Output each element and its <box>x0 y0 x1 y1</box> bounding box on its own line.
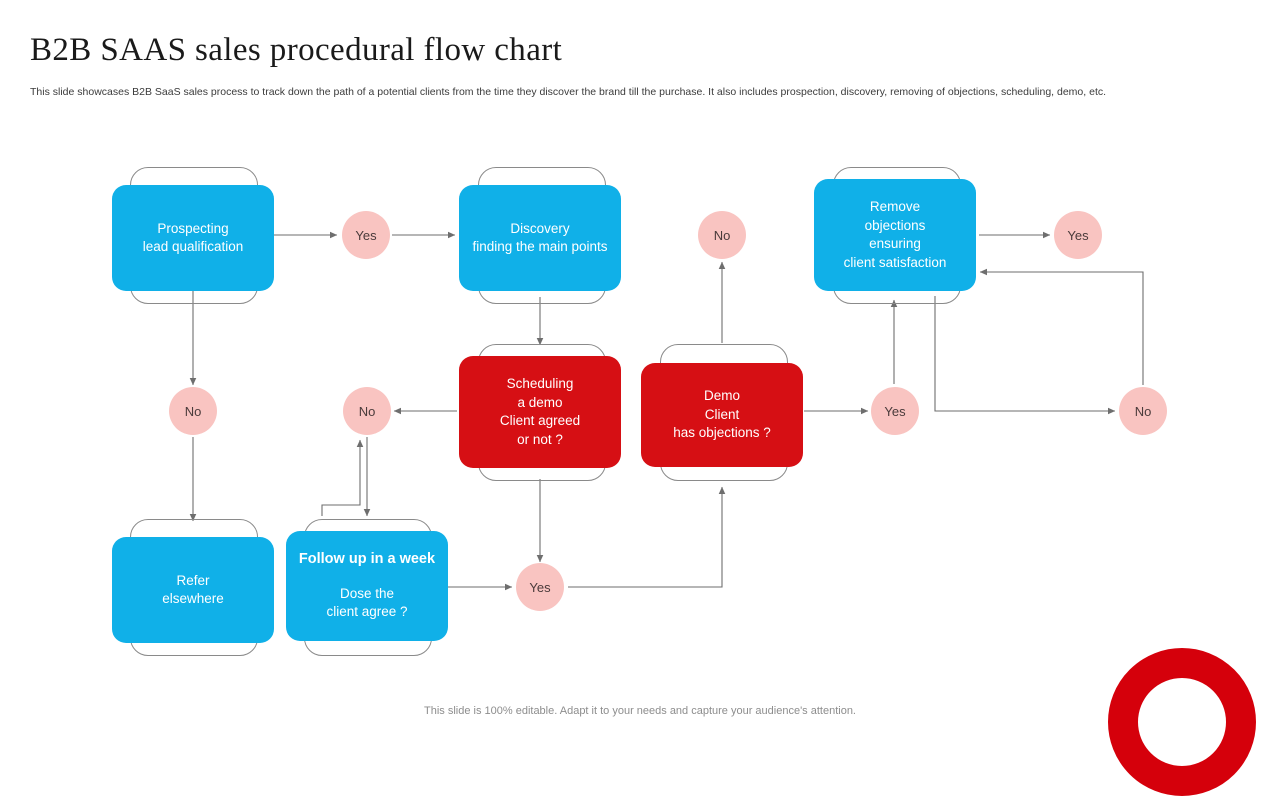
node-text-line: client agree ? <box>326 604 408 620</box>
node-text-line: Refer <box>176 572 210 588</box>
decision-label: No <box>713 227 731 243</box>
node-text-line: Client agreed <box>499 413 581 428</box>
decision-no-prospecting[interactable]: No <box>169 387 217 435</box>
node-body[interactable]: Scheduling a demo Client agreed or not ? <box>459 356 621 468</box>
decision-yes-prospecting[interactable]: Yes <box>342 211 390 259</box>
node-text-line: objections <box>864 217 926 233</box>
flow-chart: Prospecting lead qualification Discovery… <box>112 167 1167 656</box>
decision-no-demo[interactable]: No <box>698 211 746 259</box>
node-text-line: ensuring <box>869 236 921 251</box>
node-text-line: or not ? <box>517 431 563 447</box>
decision-label: No <box>358 403 376 419</box>
node-text-line: Follow up in a week <box>298 551 436 568</box>
edge-no-remove-back <box>979 268 1144 385</box>
node-text-line: elsewhere <box>162 591 224 606</box>
node-body[interactable]: Refer elsewhere <box>112 537 274 643</box>
node-text-line: Discovery <box>510 220 570 236</box>
brand-ring-decoration <box>1108 648 1256 796</box>
decision-yes-demo[interactable]: Yes <box>871 387 919 435</box>
edge-followup-no-up <box>321 439 364 516</box>
node-text-line: Scheduling <box>506 376 574 391</box>
node-body[interactable]: Demo Client has objections ? <box>641 363 803 467</box>
decision-label: Yes <box>355 227 377 243</box>
decision-label: Yes <box>884 403 906 419</box>
node-text-line: finding the main points <box>472 239 608 254</box>
decision-label: No <box>1134 403 1152 419</box>
footer-note: This slide is 100% editable. Adapt it to… <box>424 705 856 717</box>
node-body[interactable]: Remove objections ensuring client satisf… <box>814 179 976 291</box>
decision-label: Yes <box>529 579 551 595</box>
node-text-line: Prospecting <box>157 220 229 236</box>
decision-no-scheduling[interactable]: No <box>343 387 391 435</box>
edge-yes-demo <box>568 486 726 588</box>
node-body[interactable]: Discovery finding the main points <box>459 185 621 291</box>
decision-label: No <box>184 403 202 419</box>
node-text-line: has objections ? <box>673 425 771 441</box>
node-text-line: lead qualification <box>142 239 244 254</box>
page-title: B2B SAAS sales procedural flow chart <box>30 32 563 68</box>
page-subtitle: This slide showcases B2B SaaS sales proc… <box>30 86 1107 98</box>
node-text-line: Dose the <box>339 585 395 601</box>
node-body[interactable]: Follow up in a week Dose the client agre… <box>286 531 448 641</box>
edge-remove-no <box>934 296 1116 415</box>
node-text-line: a demo <box>517 394 563 410</box>
node-text-line: Remove <box>869 199 921 214</box>
node-text-line: Client <box>704 406 740 422</box>
decision-yes-scheduling[interactable]: Yes <box>516 563 564 611</box>
decision-label: Yes <box>1067 227 1089 243</box>
node-body[interactable]: Prospecting lead qualification <box>112 185 274 291</box>
decision-yes-remove[interactable]: Yes <box>1054 211 1102 259</box>
decision-no-remove[interactable]: No <box>1119 387 1167 435</box>
node-text-line: client satisfaction <box>843 254 947 270</box>
node-text-line: Demo <box>703 388 740 404</box>
